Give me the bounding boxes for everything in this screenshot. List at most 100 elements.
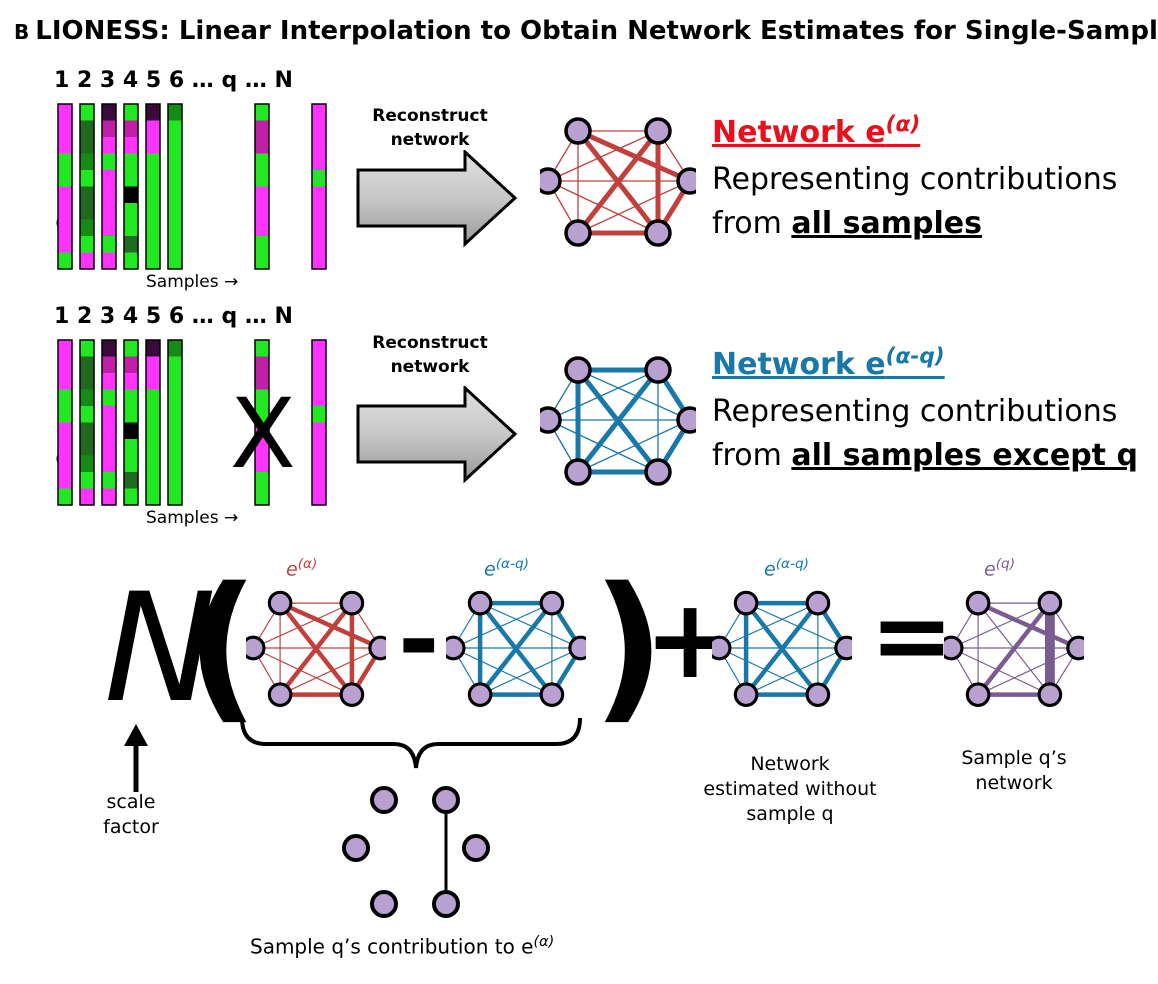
eq-net1-label: e(α): [286, 556, 318, 581]
network-edge: [576, 129, 660, 235]
sample-column-6: [254, 339, 270, 506]
network-alpha-minus-q-title: Network e(α-q): [712, 344, 945, 382]
scale-factor-symbol: N: [104, 562, 217, 736]
network-node: [267, 682, 293, 708]
network-edge: [478, 601, 554, 697]
minus-sign: -: [398, 581, 440, 698]
contribution-network: [342, 786, 490, 918]
network-node: [805, 682, 831, 708]
network-edge: [452, 647, 553, 696]
network-edge: [977, 601, 1080, 651]
network-edge: [577, 419, 691, 473]
network-alpha-desc-line2: from all samples: [712, 206, 982, 241]
network-node: [267, 590, 293, 616]
sample-network-caption: Sample q’s network: [961, 747, 1067, 794]
expression-matrix-top: [57, 103, 327, 270]
network-node: [540, 167, 562, 195]
excluded-sample-mark: X: [230, 378, 296, 490]
network-node: [712, 635, 732, 661]
network-node: [467, 590, 493, 616]
eq-network-alpha-minus-q-2: [712, 590, 852, 708]
reconstruct-label-top: Reconstruct network: [372, 106, 488, 150]
network-edge: [452, 602, 553, 649]
sample-column-3: [123, 103, 139, 270]
network-node: [564, 219, 592, 247]
sample-column-1: [79, 103, 95, 270]
network-node: [944, 635, 964, 661]
network-node: [965, 590, 991, 616]
samples-axis-label-bottom: Samples →: [146, 508, 239, 528]
network-node: [339, 682, 365, 708]
sample-column-0: [57, 339, 73, 506]
network-node: [965, 682, 991, 708]
network-edge: [976, 601, 1052, 697]
network-edge: [744, 601, 820, 697]
sample-column-3: [123, 339, 139, 506]
network-edge: [479, 647, 581, 696]
network-node: [446, 635, 466, 661]
network-node: [644, 219, 672, 247]
network-edge: [547, 419, 659, 473]
panel-letter: B: [14, 20, 30, 44]
equals-sign: =: [870, 577, 954, 694]
network-edge: [577, 180, 691, 234]
network-node: [568, 635, 586, 661]
eq-net4-label: e(q): [984, 556, 1016, 581]
sample-column-2: [101, 339, 117, 506]
network-alpha-minus-q: [540, 356, 696, 486]
scale-factor-caption: scale factor: [103, 791, 159, 838]
network-node: [644, 356, 672, 384]
network-node: [564, 117, 592, 145]
network-edge: [547, 180, 659, 234]
network-node: [540, 406, 562, 434]
sample-column-6: [254, 103, 270, 270]
sample-column-5: [167, 339, 183, 506]
network-edge: [950, 602, 1051, 649]
eq-net3-label: e(α-q): [764, 556, 809, 581]
network-edge: [718, 647, 819, 696]
network-node: [539, 590, 565, 616]
reconstruct-label-bottom: Reconstruct network: [372, 333, 488, 377]
network-node: [1066, 635, 1084, 661]
network-alpha-minus-q-desc-line1: Representing contributions: [712, 394, 1118, 429]
sample-column-0: [57, 103, 73, 270]
eq-network-alpha-minus-q-1: [446, 590, 586, 708]
network-edge: [745, 647, 847, 696]
network-node: [733, 682, 759, 708]
underbrace: [240, 717, 582, 769]
network-node: [467, 682, 493, 708]
network-alpha-desc-line1: Representing contributions: [712, 162, 1118, 197]
sample-column-1: [79, 339, 95, 506]
title-text: LIONESS: Linear Interpolation to Obtain …: [35, 16, 1158, 46]
network-edge: [547, 130, 659, 182]
network-node: [564, 458, 592, 486]
sample-column-numbers-top: 1 2 3 4 5 6 … q … N: [54, 68, 293, 93]
network-node: [644, 458, 672, 486]
without-sample-caption: Network estimated without sample q: [703, 753, 877, 825]
network-edge: [576, 128, 692, 184]
network-edge: [278, 601, 354, 697]
expression-matrix-bottom: [57, 339, 327, 506]
network-alpha-title: Network e(α): [712, 112, 921, 150]
network-node: [1037, 590, 1063, 616]
equation-annotations: [124, 717, 582, 792]
network-node: [246, 635, 266, 661]
network-node: [733, 590, 759, 616]
sample-column-7: [311, 339, 327, 506]
network-edge: [576, 368, 660, 474]
network-node: [539, 682, 565, 708]
reconstruct-arrow-top: [356, 150, 518, 248]
network-edge: [718, 602, 819, 649]
network-node: [1037, 682, 1063, 708]
network-edge: [252, 647, 353, 696]
samples-axis-label-top: Samples →: [146, 272, 239, 292]
reconstruct-arrow-bottom: [356, 386, 518, 484]
network-node: [644, 117, 672, 145]
close-paren: ): [592, 552, 666, 739]
network-edge: [279, 647, 381, 696]
network-node: [676, 167, 696, 195]
network-edge: [577, 369, 691, 421]
contribution-caption: Sample q’s contribution to e(α): [250, 934, 555, 959]
network-node: [834, 635, 852, 661]
